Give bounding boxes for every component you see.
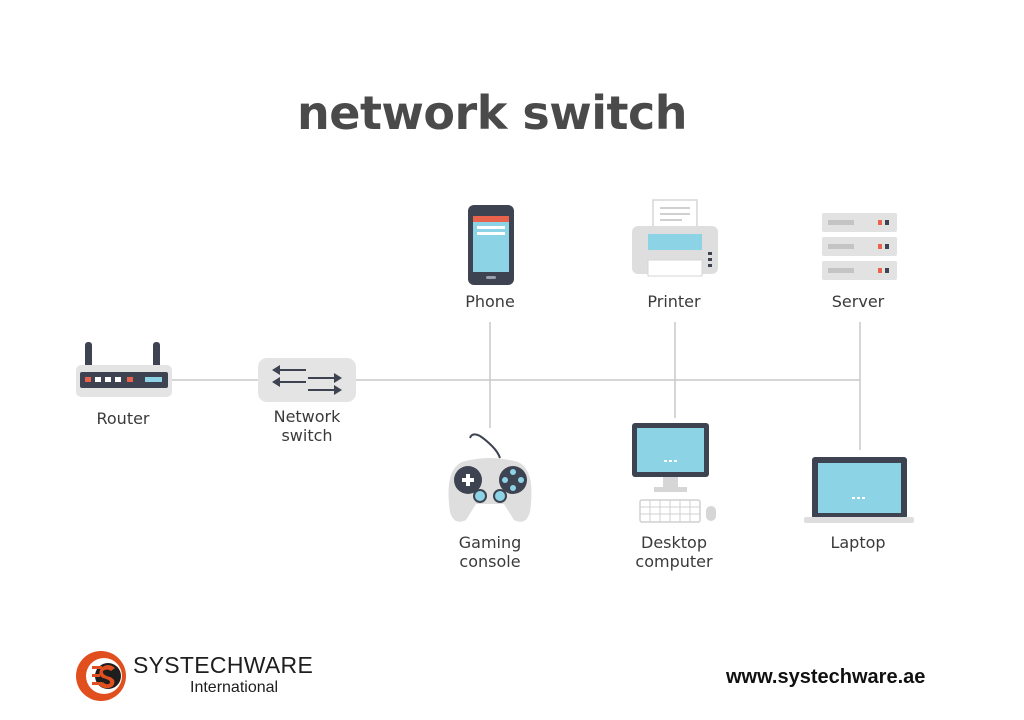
laptop-label: Laptop (830, 533, 886, 552)
printer-label: Printer (647, 292, 701, 311)
connection-lines (172, 322, 861, 450)
router-icon (76, 342, 172, 397)
desktop-computer-icon (632, 423, 716, 523)
desktop-computer-label: Desktop computer (635, 533, 713, 571)
website-link[interactable]: www.systechware.ae (726, 666, 926, 688)
network-switch-label: Network switch (273, 407, 341, 445)
laptop-icon (804, 457, 914, 523)
gaming-console-icon (448, 433, 532, 522)
diagram-title: network switch (297, 86, 687, 140)
router-label: Router (96, 409, 150, 428)
brand-subtitle: International (190, 679, 279, 696)
brand-name: SYSTECHWARE (133, 652, 314, 678)
systechware-logo-icon (76, 651, 126, 701)
gaming-console-label: Gaming console (458, 533, 522, 571)
phone-icon (468, 205, 514, 285)
printer-icon (632, 199, 718, 277)
network-switch-icon (258, 358, 356, 402)
server-label: Server (831, 292, 885, 311)
server-icon (822, 213, 897, 280)
phone-label: Phone (465, 292, 515, 311)
